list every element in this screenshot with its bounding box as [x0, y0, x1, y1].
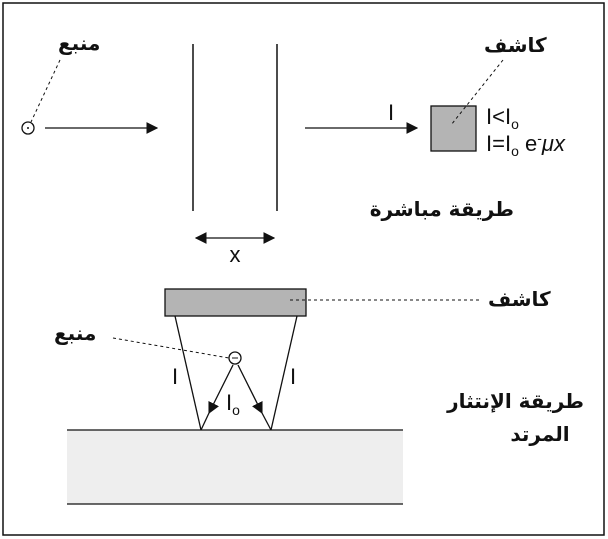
scatter-left-inner-line	[200, 412, 210, 431]
direct-method: منبع x I كاشف I<Io I=Io e-μx طريقة مباشر…	[21, 31, 566, 267]
incident-right-arrow	[237, 364, 263, 415]
scatter-left-outer-line	[174, 315, 202, 431]
attenuation-equation: I=Io e-μx	[486, 130, 566, 159]
direct-source-leader	[30, 59, 61, 123]
direct-detector	[430, 105, 477, 152]
backscatter-method-label-line1: طريقة الإنتثار	[446, 389, 584, 413]
scatter-right-beam-label: I	[290, 364, 296, 389]
scatter-left-beam-label: I	[172, 364, 178, 389]
thickness-label: x	[230, 242, 241, 267]
direct-detector-leader	[450, 59, 504, 126]
scatter-detector-label: كاشف	[488, 287, 551, 311]
direct-detector-label: كاشف	[484, 33, 547, 57]
backscatter-method-label-line2: المرتد	[510, 422, 569, 446]
scatter-right-inner-line	[261, 412, 272, 431]
scatter-detector	[164, 288, 307, 317]
intensity-condition: I<Io	[486, 104, 519, 132]
scatter-source-leader	[112, 337, 230, 359]
direct-source-dot	[27, 127, 29, 129]
scatter-right-outer-line	[270, 315, 298, 431]
scatter-source-label: منبع	[54, 321, 96, 345]
incident-intensity-label: Io	[226, 390, 240, 418]
backscatter-method: كاشف منبع I I Io طريقة الإنتثار المرتد	[54, 287, 584, 505]
transmitted-beam-label: I	[388, 100, 394, 125]
sample-block	[67, 430, 403, 504]
direct-source-label: منبع	[58, 31, 100, 55]
direct-method-label: طريقة مباشرة	[370, 197, 514, 221]
incident-left-arrow	[208, 364, 234, 415]
